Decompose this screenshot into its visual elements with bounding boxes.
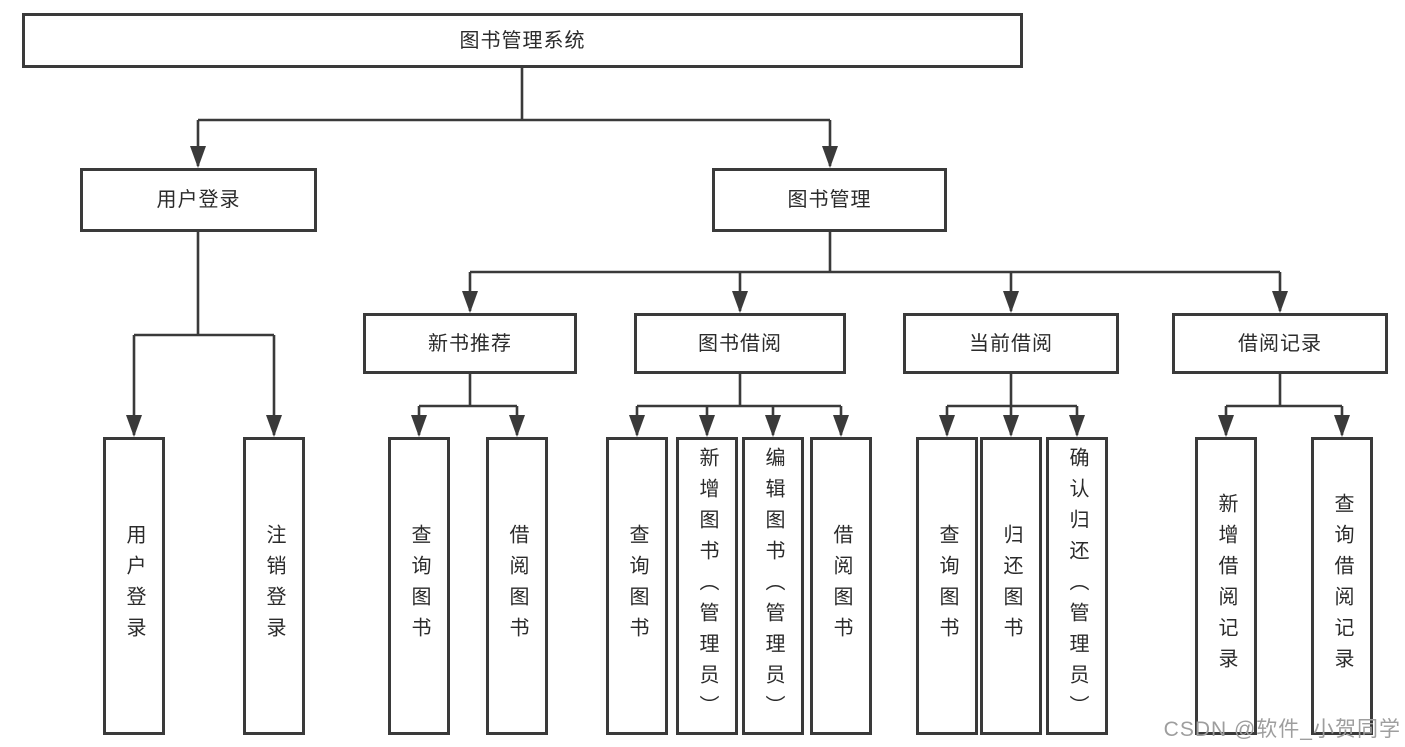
arrowhead — [509, 415, 525, 437]
node-new-book-recommendation: 新书推荐 — [363, 313, 577, 374]
leaf-query-books-1: 查询图书 — [388, 437, 450, 735]
arrowhead — [939, 415, 955, 437]
connector-book-management-to-level3 — [462, 232, 1288, 313]
leaf-borrow-books-1: 借阅图书 — [486, 437, 548, 735]
leaf-add-book-admin: 新增图书（管理员） — [676, 437, 738, 735]
connector-new-book-rec-to-leaves — [411, 374, 525, 437]
arrowhead — [1069, 415, 1085, 437]
node-user-login-group: 用户登录 — [80, 168, 317, 232]
arrowhead — [629, 415, 645, 437]
leaf-logout: 注销登录 — [243, 437, 305, 735]
leaf-borrow-books-2: 借阅图书 — [810, 437, 872, 735]
node-library-management-system: 图书管理系统 — [22, 13, 1023, 68]
leaf-query-borrow-record: 查询借阅记录 — [1311, 437, 1373, 735]
leaf-confirm-return-admin: 确认归还（管理员） — [1046, 437, 1108, 735]
connector-book-borrowing-to-leaves — [629, 374, 849, 437]
leaf-query-books-2: 查询图书 — [606, 437, 668, 735]
arrowhead — [833, 415, 849, 437]
connector-borrowing-records-to-leaves — [1218, 374, 1350, 437]
leaf-edit-book-admin: 编辑图书（管理员） — [742, 437, 804, 735]
arrowhead — [190, 146, 206, 168]
node-book-borrowing: 图书借阅 — [634, 313, 846, 374]
node-borrowing-records: 借阅记录 — [1172, 313, 1388, 374]
arrowhead — [1334, 415, 1350, 437]
leaf-query-books-3: 查询图书 — [916, 437, 978, 735]
arrowhead — [822, 146, 838, 168]
connector-current-borrowing-to-leaves — [939, 374, 1085, 437]
arrowhead — [732, 291, 748, 313]
arrowhead — [1218, 415, 1234, 437]
arrowhead — [1003, 415, 1019, 437]
arrowhead — [1272, 291, 1288, 313]
arrowhead — [411, 415, 427, 437]
node-book-management: 图书管理 — [712, 168, 947, 232]
arrowhead — [462, 291, 478, 313]
csdn-watermark: CSDN @软件_小贺同学 — [1163, 718, 1401, 741]
arrowhead — [1003, 291, 1019, 313]
node-current-borrowing: 当前借阅 — [903, 313, 1119, 374]
arrowhead — [699, 415, 715, 437]
leaf-user-login: 用户登录 — [103, 437, 165, 735]
connector-root-to-level2 — [190, 68, 838, 168]
arrowhead — [126, 415, 142, 437]
arrowhead — [266, 415, 282, 437]
leaf-return-books: 归还图书 — [980, 437, 1042, 735]
leaf-add-borrow-record: 新增借阅记录 — [1195, 437, 1257, 735]
connector-user-login-to-leaves — [126, 232, 282, 437]
arrowhead — [765, 415, 781, 437]
